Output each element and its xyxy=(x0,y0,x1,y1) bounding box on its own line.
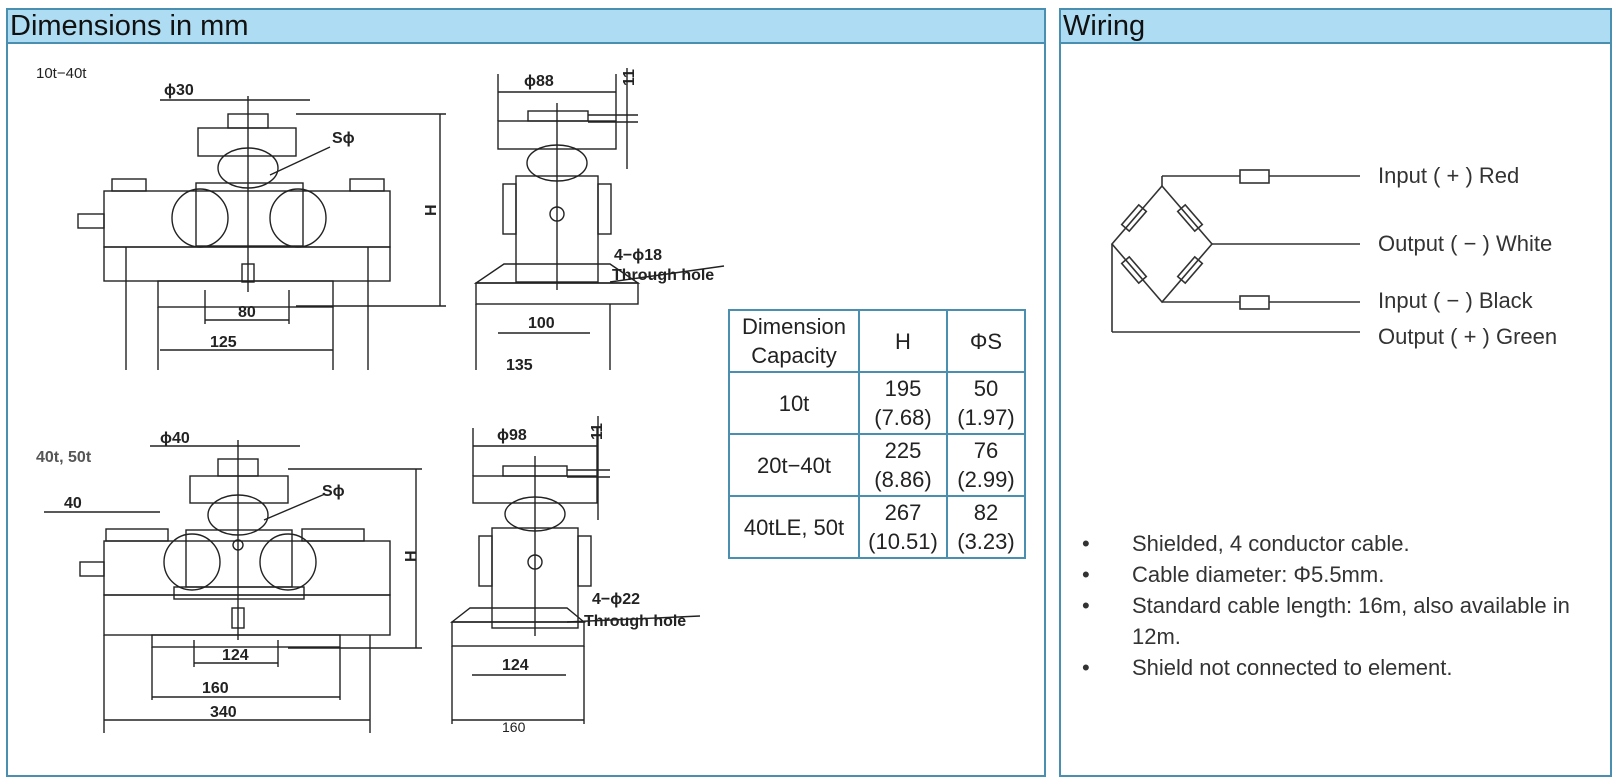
top-dim-11: 11 xyxy=(621,69,638,86)
top-phi-small-label: ϕ30 xyxy=(164,82,194,99)
bottom-dim-124: 124 xyxy=(222,647,249,664)
bullet-icon: • xyxy=(1082,531,1090,556)
bottom-s-phi-label: Sϕ xyxy=(322,483,345,500)
wire-input-positive: Input ( + ) Red xyxy=(1378,163,1519,188)
bottom-dim-340: 340 xyxy=(210,704,237,721)
wire-input-negative: Input ( − ) Black xyxy=(1378,288,1534,313)
wire-output-negative: Output ( − ) White xyxy=(1378,231,1552,256)
row-h: 225(8.86) xyxy=(858,433,948,497)
list-item: •Shielded, 4 conductor cable. xyxy=(1074,528,1594,559)
row-h: 195(7.68) xyxy=(858,371,948,435)
bullet-icon: • xyxy=(1082,655,1090,680)
row-capacity: 40tLE, 50t xyxy=(728,495,860,559)
bullet-icon: • xyxy=(1082,593,1090,618)
row-capacity: 20t−40t xyxy=(728,433,860,497)
top-phi-side-label: ϕ88 xyxy=(524,73,554,90)
table-row: 40tLE, 50t 267(10.51) 82(3.23) xyxy=(728,495,1026,559)
bottom-phi-side-label: ϕ98 xyxy=(497,427,527,444)
list-item: •Shield not connected to element. xyxy=(1074,652,1594,683)
list-item: •Cable diameter: Φ5.5mm. xyxy=(1074,559,1594,590)
header-capacity: Capacity xyxy=(751,343,837,368)
table-header-capacity: Dimension Capacity xyxy=(728,309,860,373)
row-s: 82(3.23) xyxy=(946,495,1026,559)
top-h-label: H xyxy=(423,204,440,216)
row-s: 76(2.99) xyxy=(946,433,1026,497)
bottom-dim-160: 160 xyxy=(202,680,229,697)
table-row: 20t−40t 225(8.86) 76(2.99) xyxy=(728,433,1026,497)
dimension-table: Dimension Capacity H ΦS 10t 195(7.68) 50… xyxy=(728,309,1026,559)
wiring-panel: Wiring xyxy=(1059,8,1612,777)
table-header-s: ΦS xyxy=(946,309,1026,373)
top-dim-135: 135 xyxy=(506,357,533,374)
top-hole-label: 4−ϕ18 xyxy=(614,247,662,264)
top-s-phi-label: Sϕ xyxy=(332,130,355,147)
dimensions-title: Dimensions in mm xyxy=(8,10,1044,44)
bottom-h-label: H xyxy=(403,550,420,562)
top-dim-100: 100 xyxy=(528,315,555,332)
cable-notes-list: •Shielded, 4 conductor cable. •Cable dia… xyxy=(1074,528,1594,683)
table-row: 10t 195(7.68) 50(1.97) xyxy=(728,371,1026,435)
bottom-through-hole: Through hole xyxy=(584,613,686,630)
wire-output-positive: Output ( + ) Green xyxy=(1378,324,1557,349)
bottom-dim-160-side: 160 xyxy=(502,719,526,735)
top-capacity-label: 10t−40t xyxy=(36,65,87,82)
top-dim-80: 80 xyxy=(238,304,256,321)
bullet-icon: • xyxy=(1082,562,1090,587)
bottom-dim-124-side: 124 xyxy=(502,657,529,674)
row-h: 267(10.51) xyxy=(858,495,948,559)
top-dim-125: 125 xyxy=(210,334,237,351)
bottom-phi-small-label: ϕ40 xyxy=(160,430,190,447)
bottom-hole-label: 4−ϕ22 xyxy=(592,591,640,608)
bottom-capacity-label: 40t, 50t xyxy=(36,449,92,466)
list-item: •Standard cable length: 16m, also availa… xyxy=(1074,590,1594,652)
header-dimension: Dimension xyxy=(742,314,846,339)
top-through-hole: Through hole xyxy=(612,267,714,284)
bottom-dim-11: 11 xyxy=(589,423,606,440)
table-header-row: Dimension Capacity H ΦS xyxy=(728,309,1026,373)
table-header-h: H xyxy=(858,309,948,373)
wiring-title: Wiring xyxy=(1061,10,1610,44)
row-s: 50(1.97) xyxy=(946,371,1026,435)
bottom-dim-40: 40 xyxy=(64,495,82,512)
row-capacity: 10t xyxy=(728,371,860,435)
